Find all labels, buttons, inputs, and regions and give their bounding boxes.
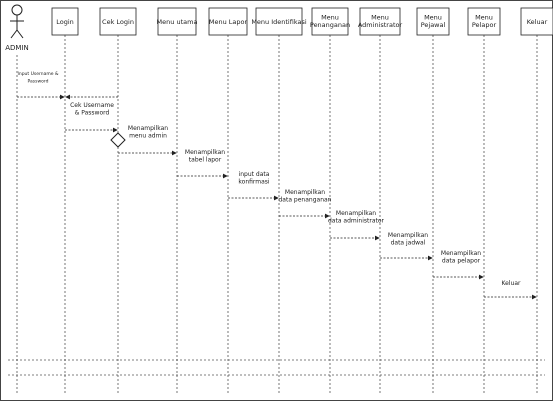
lifeline-label: Pejawal xyxy=(421,21,446,29)
actor-admin: ADMIN xyxy=(5,4,29,52)
message-label: Menampilkan xyxy=(185,149,225,156)
lifeline-box xyxy=(311,7,349,36)
lifeline-label: Penanganan xyxy=(310,21,350,29)
lifeline-label: Menu xyxy=(321,14,339,22)
decision-diamond xyxy=(110,132,126,148)
lifeline-box xyxy=(467,7,501,36)
lifeline-label: Menu xyxy=(475,14,493,22)
msg-cek-username: Cek Username& Password xyxy=(65,102,118,133)
message-label: Input Username & xyxy=(18,71,59,77)
message-label: Cek Username xyxy=(70,102,114,109)
lifeline-box xyxy=(208,7,248,36)
lifeline-box xyxy=(255,7,303,36)
lifeline-label: Pelapor xyxy=(472,21,497,29)
lifeline-login: Login xyxy=(51,7,79,395)
message-label: Menampilkan xyxy=(285,189,325,196)
lifeline-label: Administrator xyxy=(358,21,403,29)
lifeline-label: Menu xyxy=(424,14,442,22)
message-label: data penanganan xyxy=(279,197,332,204)
message-label: Keluar xyxy=(502,280,521,287)
message-label: Menampilkan xyxy=(441,250,481,257)
message-label: data jadwal xyxy=(391,240,426,247)
actor-label: ADMIN xyxy=(5,44,29,52)
lifeline-label: Keluar xyxy=(527,18,548,26)
lifeline-menu_utama: Menu utama xyxy=(157,7,198,395)
lifeline-box xyxy=(99,7,137,36)
actor-leg-right xyxy=(16,29,24,39)
lifeline-box xyxy=(416,7,450,36)
message-label: tabel lapor xyxy=(189,157,222,164)
message-label: konfirmasi xyxy=(238,179,270,186)
lifeline-box xyxy=(359,7,401,36)
lifeline-box xyxy=(51,7,79,36)
message-label: input data xyxy=(239,171,270,178)
lifeline-label: Login xyxy=(56,18,74,26)
actor-leg-left xyxy=(10,29,18,39)
lifeline-box xyxy=(157,7,197,36)
actor-head xyxy=(11,4,23,16)
lifeline-label: Menu utama xyxy=(157,18,198,26)
lifeline-label: Menu Identifikasi xyxy=(251,18,307,26)
msg-input-username: Input Username & Password xyxy=(17,71,65,100)
message-label: data administrator xyxy=(328,218,385,225)
lifeline-label: Menu Lapor xyxy=(209,18,248,26)
lifeline-box xyxy=(520,7,553,36)
lifeline-menu_lapor: Menu Lapor xyxy=(208,7,248,395)
lifeline-menu_identifikasi: Menu Identifikasi xyxy=(251,7,307,395)
message-label: & Password xyxy=(75,110,110,117)
message-label: Menampilkan xyxy=(336,210,376,217)
lifeline-label: Cek Login xyxy=(102,18,134,26)
message-label: Password xyxy=(27,79,48,85)
lifeline-cek_login: Cek Login xyxy=(99,7,137,395)
message-label: menu admin xyxy=(129,133,167,140)
lifeline-keluar: Keluar xyxy=(520,7,553,395)
msg-keluar: Keluar xyxy=(484,280,537,300)
message-label: Menampilkan xyxy=(128,125,168,132)
lifeline-label: Menu xyxy=(371,14,389,22)
message-label: Menampilkan xyxy=(388,232,428,239)
message-label: data pelapor xyxy=(442,258,481,265)
